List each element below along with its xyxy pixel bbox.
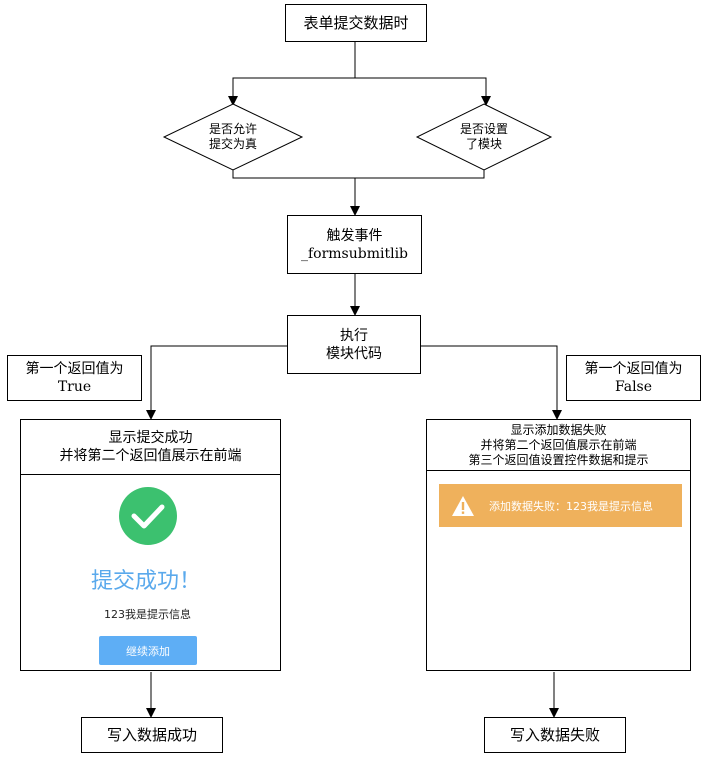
- start-node-label: 表单提交数据时: [303, 14, 409, 32]
- false-branch-label: 第一个返回值为 False: [566, 355, 701, 401]
- condition-right-line1: 是否设置: [459, 122, 508, 136]
- fail-alert-text: 添加数据失败：123我是提示信息: [489, 499, 653, 513]
- success-title: 提交成功！: [91, 569, 202, 594]
- false-branch-line1: 第一个返回值为: [584, 361, 683, 377]
- end-success-label: 写入数据成功: [106, 726, 197, 744]
- end-success-node: 写入数据成功: [81, 717, 223, 753]
- exec-to-true: [146, 345, 287, 420]
- success-header-line1: 显示提交成功: [108, 430, 193, 446]
- exec-node-line1: 执行: [340, 327, 368, 344]
- true-branch-line1: 第一个返回值为: [25, 361, 124, 377]
- success-message: 123我是提示信息: [104, 608, 191, 621]
- check-circle-icon: [119, 487, 177, 545]
- false-branch-line2: False: [614, 379, 653, 395]
- start-node: 表单提交数据时: [285, 4, 427, 42]
- fail-header-line2: 并将第二个返回值展示在前端: [480, 437, 637, 452]
- condition-right-line2: 了模块: [465, 137, 502, 151]
- condition-left-line2: 提交为真: [208, 137, 257, 151]
- condition-left-line1: 是否允许: [208, 122, 257, 136]
- condition-right-label: 是否设置 了模块: [434, 122, 534, 152]
- end-fail-label: 写入数据失败: [509, 726, 600, 744]
- exec-to-false: [421, 345, 562, 420]
- true-branch-label: 第一个返回值为 True: [7, 355, 142, 401]
- true-branch-line2: True: [57, 379, 92, 395]
- warning-icon: [451, 495, 475, 517]
- fail-panel: 显示添加数据失败 并将第二个返回值展示在前端 第三个返回值设置控件数据和提示 添…: [426, 419, 691, 671]
- end-fail-node: 写入数据失败: [484, 717, 626, 753]
- fail-panel-header: 显示添加数据失败 并将第二个返回值展示在前端 第三个返回值设置控件数据和提示: [427, 420, 690, 471]
- continue-add-button[interactable]: 继续添加: [99, 636, 197, 665]
- success-header-line2: 并将第二个返回值展示在前端: [59, 448, 242, 464]
- condition-left-label: 是否允许 提交为真: [183, 122, 283, 152]
- success-panel: 显示提交成功 并将第二个返回值展示在前端 提交成功！ 123我是提示信息 继续添…: [20, 419, 281, 671]
- exec-node: 执行 模块代码: [287, 315, 421, 374]
- exec-node-line2: 模块代码: [326, 345, 382, 362]
- fail-alert: 添加数据失败：123我是提示信息: [439, 484, 682, 527]
- event-node: 触发事件 _formsubmitlib: [287, 215, 422, 274]
- event-node-line2: _formsubmitlib: [300, 245, 409, 262]
- start-connector: [228, 42, 356, 106]
- start-connector-right: [355, 77, 491, 106]
- fail-header-line1: 显示添加数据失败: [510, 422, 607, 437]
- success-panel-header: 显示提交成功 并将第二个返回值展示在前端: [21, 420, 280, 475]
- event-node-line1: 触发事件: [326, 227, 383, 244]
- fail-header-line3: 第三个返回值设置控件数据和提示: [468, 452, 649, 467]
- merge-connector: [232, 170, 485, 179]
